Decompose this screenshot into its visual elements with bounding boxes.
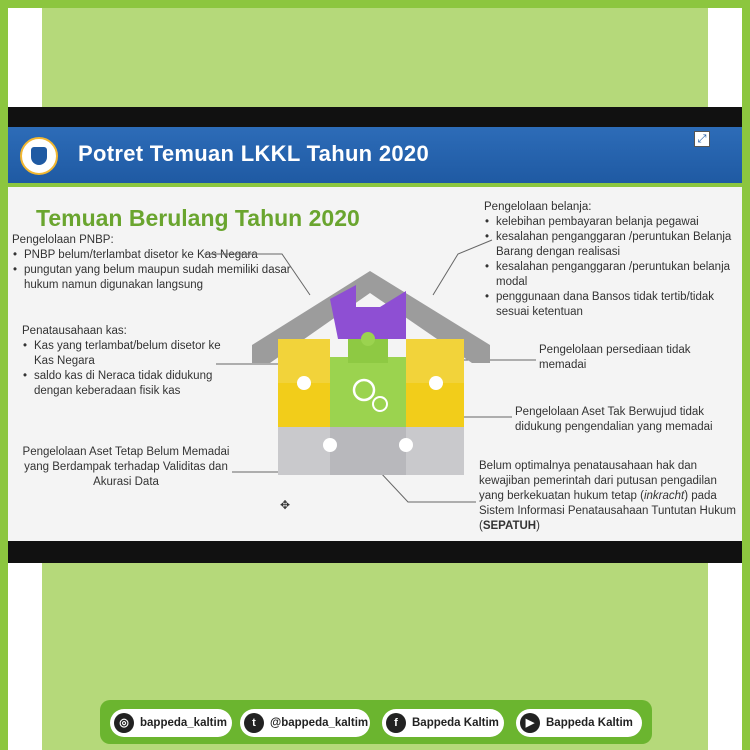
- belanja-heading: Pengelolaan belanja:: [484, 201, 592, 213]
- presentation-slide: Potret Temuan LKKL Tahun 2020 ⤢ Temuan B…: [8, 127, 742, 541]
- yellow-puzzle-piece-left: [278, 339, 330, 383]
- aset-tak-berwujud-text: Pengelolaan Aset Tak Berwujud tidak didu…: [515, 406, 713, 433]
- puzzle-knob: [297, 376, 311, 390]
- kas-group: Penatausahaan kas: Kas yang terlambat/be…: [22, 324, 237, 399]
- fullscreen-icon[interactable]: ⤢: [694, 131, 710, 147]
- twitter-icon: t: [244, 713, 264, 733]
- slide-subtitle: Temuan Berulang Tahun 2020: [36, 205, 360, 231]
- social-media-bar: ◎ bappeda_kaltim t @bappeda_kaltim f Bap…: [100, 700, 652, 744]
- puzzle-knob: [429, 376, 443, 390]
- twitter-link[interactable]: t @bappeda_kaltim: [240, 709, 370, 737]
- sepatuh-text-part: ): [536, 520, 540, 532]
- gear-icon: [372, 396, 388, 412]
- green-puzzle-piece: [330, 357, 406, 427]
- puzzle-knob: [323, 438, 337, 452]
- instagram-label: bappeda_kaltim: [140, 717, 227, 729]
- belanja-group: Pengelolaan belanja: kelebihan pembayara…: [484, 200, 739, 320]
- sepatuh-text-part: ) pada Sistem Informasi Penatausahaan Tu…: [479, 490, 736, 532]
- instagram-icon: ◎: [114, 713, 134, 733]
- youtube-label: Bappeda Kaltim: [546, 717, 633, 729]
- kas-heading: Penatausahaan kas:: [22, 325, 127, 337]
- mouse-cursor-icon: ✥: [280, 498, 291, 512]
- house-puzzle-illustration: [204, 239, 536, 503]
- yellow-puzzle-piece-left: [278, 383, 330, 427]
- aset-tetap-text: Pengelolaan Aset Tetap Belum Memadai yan…: [22, 446, 230, 488]
- pnbp-heading: Pengelolaan PNBP:: [12, 234, 114, 246]
- belanja-item: kelebihan pembayaran belanja pegawai: [485, 215, 739, 230]
- pnbp-group: Pengelolaan PNBP: PNBP belum/terlambat d…: [12, 233, 302, 293]
- yellow-puzzle-piece-right: [406, 383, 464, 427]
- connector-line: [432, 239, 493, 296]
- slide-header: Potret Temuan LKKL Tahun 2020: [8, 127, 742, 183]
- puzzle-knob: [399, 438, 413, 452]
- yellow-puzzle-piece-right: [406, 339, 464, 383]
- kas-item: saldo kas di Neraca tidak didukung denga…: [23, 369, 237, 399]
- pnbp-item: pungutan yang belum maupun sudah memilik…: [13, 263, 302, 293]
- facebook-label: Bappeda Kaltim: [412, 717, 499, 729]
- persediaan-text: Pengelolaan persediaan tidak memadai: [539, 344, 691, 371]
- belanja-item: kesalahan penganggaran /peruntukan Belan…: [485, 230, 739, 260]
- belanja-item: kesalahan penganggaran /peruntukan belan…: [485, 260, 739, 290]
- ministry-logo-icon: [20, 137, 58, 175]
- slide-title: Potret Temuan LKKL Tahun 2020: [78, 141, 429, 166]
- grey-puzzle-piece: [330, 427, 406, 475]
- purple-puzzle-piece: [330, 285, 406, 339]
- facebook-icon: f: [386, 713, 406, 733]
- header-divider: [8, 183, 742, 187]
- connector-line: [378, 470, 476, 503]
- sepatuh-text-part: Belum optimalnya penatausahaan hak dan k…: [479, 460, 717, 502]
- facebook-link[interactable]: f Bappeda Kaltim: [382, 709, 504, 737]
- video-frame: Potret Temuan LKKL Tahun 2020 ⤢ Temuan B…: [8, 107, 742, 563]
- connector-line: [204, 253, 311, 296]
- gear-icon: [352, 378, 376, 402]
- belanja-item: penggunaan dana Bansos tidak tertib/tida…: [485, 290, 739, 320]
- twitter-label: @bappeda_kaltim: [270, 717, 369, 729]
- sepatuh-acronym: SEPATUH: [482, 520, 537, 532]
- youtube-link[interactable]: ▶ Bappeda Kaltim: [516, 709, 642, 737]
- instagram-link[interactable]: ◎ bappeda_kaltim: [110, 709, 232, 737]
- puzzle-knob: [361, 332, 375, 346]
- kas-item: Kas yang terlambat/belum disetor ke Kas …: [23, 339, 237, 369]
- pnbp-item: PNBP belum/terlambat disetor ke Kas Nega…: [13, 248, 302, 263]
- sepatuh-text: Belum optimalnya penatausahaan hak dan k…: [479, 459, 737, 534]
- youtube-icon: ▶: [520, 713, 540, 733]
- inkracht-term: inkracht: [643, 490, 685, 502]
- roof-shape: [252, 271, 490, 363]
